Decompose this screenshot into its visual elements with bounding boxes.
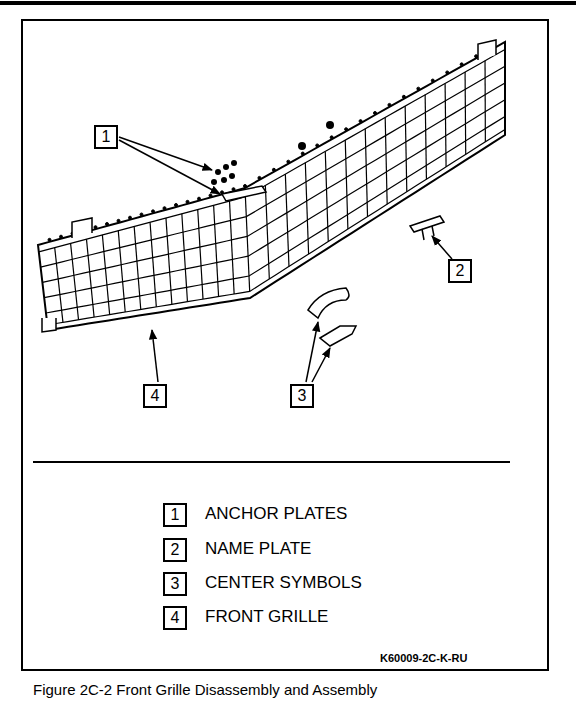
separator <box>33 461 510 463</box>
mounting-tab <box>42 318 56 332</box>
legend-text: CENTER SYMBOLS <box>205 573 362 593</box>
legend-number: 4 <box>163 606 187 630</box>
anchor-plate <box>222 186 266 201</box>
name-plate-studs <box>422 226 434 240</box>
legend-text: NAME PLATE <box>205 539 311 559</box>
top-rule <box>0 1 576 5</box>
legend-number: 3 <box>163 572 187 596</box>
fastener-dots <box>211 121 334 185</box>
leader-lines <box>119 137 452 382</box>
figure-caption: Figure 2C-2 Front Grille Disassembly and… <box>33 681 377 698</box>
front-grille <box>38 42 505 330</box>
mounting-tab <box>72 218 92 238</box>
mounting-tab <box>478 40 496 60</box>
center-symbol <box>308 288 349 318</box>
legend-number: 1 <box>163 503 187 527</box>
callout-number: 2 <box>448 259 472 283</box>
callout-number: 4 <box>143 384 167 408</box>
legend-number: 2 <box>163 538 187 562</box>
figure-code: K60009-2C-K-RU <box>380 652 467 664</box>
frame <box>22 20 548 670</box>
center-symbol <box>320 326 356 346</box>
callout-number: 1 <box>94 125 118 149</box>
callout-number: 3 <box>290 384 314 408</box>
legend-text: ANCHOR PLATES <box>205 504 347 524</box>
legend-text: FRONT GRILLE <box>205 607 328 627</box>
name-plate <box>410 216 444 232</box>
